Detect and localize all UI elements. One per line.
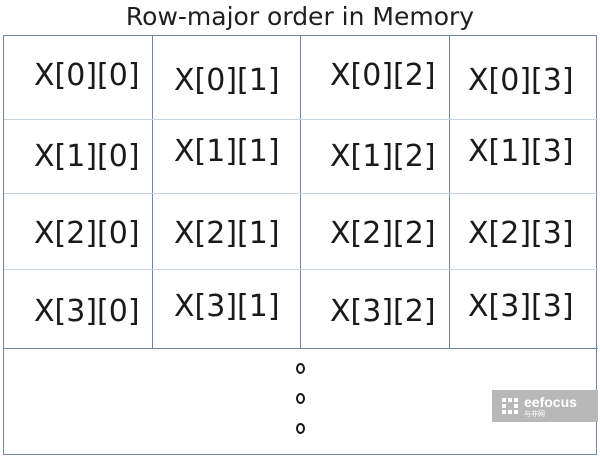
row-divider-1: [4, 119, 598, 120]
column-divider-3: [449, 36, 450, 348]
cell-0-0: X[0][0]: [34, 58, 140, 93]
row-divider-3: [4, 269, 598, 270]
cell-2-2: X[2][2]: [330, 216, 436, 251]
cell-0-1: X[0][1]: [174, 63, 280, 98]
cell-2-1: X[2][1]: [174, 216, 280, 251]
watermark-sub: 与非网: [524, 409, 545, 418]
cell-2-0: X[2][0]: [34, 216, 140, 251]
cell-3-3: X[3][3]: [468, 289, 574, 324]
cell-0-2: X[0][2]: [330, 58, 436, 93]
cell-1-2: X[1][2]: [330, 139, 436, 174]
continuation-dot-1: [296, 363, 305, 374]
cell-1-3: X[1][3]: [468, 134, 574, 169]
grid-bottom-border: [4, 348, 598, 349]
cell-1-1: X[1][1]: [174, 134, 280, 169]
cell-1-0: X[1][0]: [34, 139, 140, 174]
continuation-dot-3: [296, 423, 305, 434]
cell-3-2: X[3][2]: [330, 294, 436, 329]
memory-grid: X[0][0] X[0][1] X[0][2] X[0][3] X[1][0] …: [3, 35, 598, 455]
cell-3-1: X[3][1]: [174, 289, 280, 324]
row-divider-2: [4, 193, 598, 194]
cell-3-0: X[3][0]: [34, 294, 140, 329]
cell-2-3: X[2][3]: [468, 216, 574, 251]
eefocus-watermark: eefocus 与非网: [492, 390, 598, 422]
eefocus-logo-icon: [502, 398, 518, 414]
cell-0-3: X[0][3]: [468, 63, 574, 98]
watermark-brand: eefocus: [524, 393, 577, 410]
diagram-title: Row-major order in Memory: [125, 2, 475, 31]
column-divider-1: [152, 36, 153, 348]
continuation-dot-2: [296, 393, 305, 404]
column-divider-2: [300, 36, 301, 348]
